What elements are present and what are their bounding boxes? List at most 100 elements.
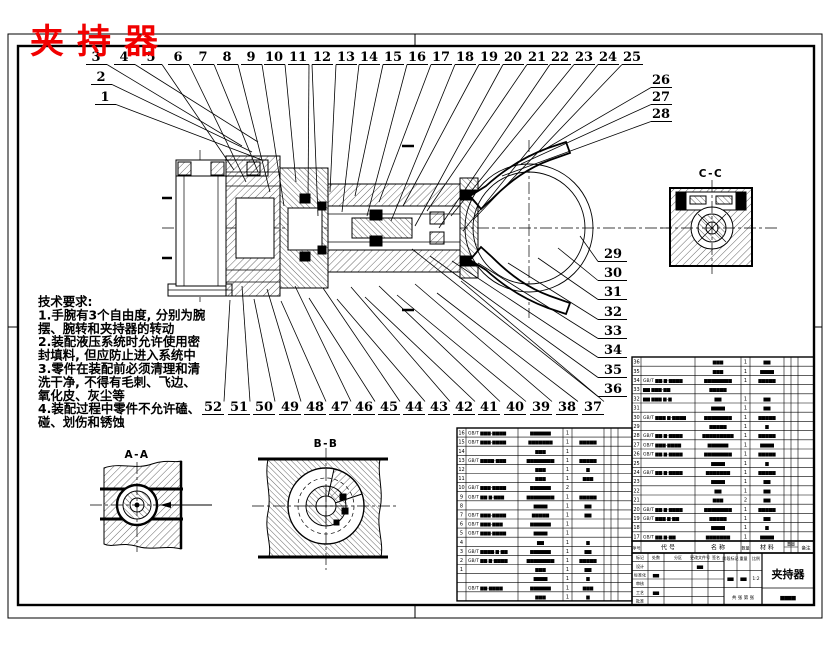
balloon-number: 35 <box>604 363 622 378</box>
bom-header-weight: 重量 <box>787 541 795 547</box>
bom-cell-code: GB/T ▆▆.▆-▆▆▆▆ <box>643 470 683 476</box>
bom-cell-name: ▆▆▆▆▆▆▆▆ <box>703 379 732 384</box>
tech-requirements-line: 摆、腕转和夹持器的转动 <box>38 321 174 336</box>
bom-cell-name: ▆▆▆ <box>534 595 546 600</box>
title-block-role-label: 审核 <box>636 580 644 586</box>
bom-cell-qty: 1 <box>744 369 747 375</box>
bom-cell-name: ▆▆▆ <box>534 450 546 455</box>
bom-cell-qty: 1 <box>744 479 747 485</box>
leader-line <box>429 255 599 378</box>
drawing-number-smudge: ▆▆▆▆ <box>779 595 796 601</box>
bom-cell-qty: 1 <box>744 461 747 467</box>
leader-line <box>322 287 401 402</box>
weight-value: ▆▆ <box>739 576 747 581</box>
bom-cell-code: GB/T ▆▆▆-▆▆▆ <box>468 522 503 528</box>
bom-cell-name: ▆▆▆▆▆▆▆▆ <box>526 559 555 564</box>
bom-cell-seq: 10 <box>458 485 464 491</box>
leader-line <box>308 297 376 402</box>
bom-cell-name: ▆▆▆ <box>534 477 546 482</box>
bom-cell-qty: 1 <box>744 525 747 531</box>
title-block-mid-label: 阶段标记 <box>723 555 739 561</box>
bom-cell-seq: 19 <box>633 516 639 522</box>
title-block-mid-label: 比例 <box>752 555 760 561</box>
bom-cell-material: ▆ <box>585 577 590 582</box>
bom-cell-material: ▆▆▆▆ <box>759 535 774 540</box>
balloon-number: 50 <box>255 400 273 415</box>
leader-line <box>507 262 599 320</box>
leader-line <box>294 285 352 402</box>
bom-cell-name: ▆▆▆▆ <box>533 504 548 509</box>
bom-cell-material: ▆ <box>585 468 590 473</box>
balloon-number: 46 <box>355 400 373 415</box>
bom-cell-code: ▆▆ ▆▆▆ ▆-▆ <box>642 397 672 402</box>
balloon-number: 47 <box>331 400 349 415</box>
bom-cell-name: ▆▆▆▆▆▆▆▆▆ <box>701 434 734 439</box>
leader-line <box>579 235 599 262</box>
leader-line <box>350 286 451 402</box>
bom-cell-name: ▆▆ <box>536 541 544 546</box>
balloon-number: 23 <box>575 50 593 65</box>
bom-cell-code: GB/T ▆▆▆▆-▆▆▆ <box>468 458 507 464</box>
bom-cell-seq: 11 <box>458 476 464 482</box>
bom-cell-qty: 1 <box>566 567 569 573</box>
bom-cell-material: ▆▆ <box>763 397 771 402</box>
bom-cell-material: ▆ <box>764 425 769 430</box>
leader-line <box>520 104 652 165</box>
bom-cell-material: ▆▆ <box>763 407 771 412</box>
bom-cell-qty: 1 <box>566 467 569 473</box>
bom-cell-name: ▆▆▆▆▆▆▆▆ <box>703 453 732 458</box>
bom-cell-name: ▆▆▆▆▆▆ <box>529 432 551 437</box>
title-block-header-cell: 处数 <box>652 554 660 560</box>
leader-line <box>378 64 432 203</box>
bom-cell-name: ▆▆▆▆▆ <box>708 425 727 430</box>
bom-cell-qty: 1 <box>744 442 747 448</box>
bom-cell-seq: 23 <box>633 479 639 485</box>
balloon-number: 34 <box>604 343 622 358</box>
balloon-number: 45 <box>380 400 398 415</box>
bom-cell-qty: 1 <box>744 360 747 366</box>
bom-cell-name: ▆▆▆▆▆▆ <box>707 443 729 448</box>
section-view-aa <box>90 460 212 552</box>
leader-line <box>161 64 235 171</box>
bom-cell-qty: 1 <box>744 415 747 421</box>
leader-line <box>438 64 551 229</box>
balloon-number: 4 <box>119 50 128 65</box>
bom-cell-name: ▆▆ <box>714 489 722 494</box>
scale-value: 1:2 <box>752 576 759 582</box>
leader-line <box>450 64 575 217</box>
tech-requirements-line: 4.装配过程中零件不允许磕、 <box>38 401 200 416</box>
bom-header-remark: 备注 <box>802 545 811 552</box>
bom-cell-seq: 21 <box>633 498 639 504</box>
leader-line <box>557 247 599 281</box>
title-block-header-cell: 标记 <box>636 554 644 560</box>
bom-cell-material: ▆▆ <box>584 513 592 518</box>
leader-line <box>396 294 527 402</box>
bom-cell-code: GB/T ▆▆▆▆.▆-▆▆ <box>468 549 508 555</box>
bom-cell-seq: 30 <box>633 415 639 421</box>
sheet-count-label: 共 张 第 张 <box>732 594 755 601</box>
bom-cell-seq: 5 <box>460 531 463 537</box>
leader-line <box>311 64 319 217</box>
balloon-number: 5 <box>146 50 155 65</box>
balloon-number: 9 <box>246 50 255 65</box>
leader-line <box>253 298 276 402</box>
leader-line <box>284 64 297 183</box>
leader-line <box>280 300 327 402</box>
bom-cell-material: ▆▆▆▆▆ <box>757 416 776 421</box>
balloon-number: 32 <box>604 305 622 320</box>
bom-cell-material: ▆▆▆▆▆ <box>578 559 597 564</box>
bom-cell-qty: 2 <box>744 498 747 504</box>
bom-cell-seq: 4 <box>460 540 463 546</box>
bom-cell-name: ▆▆▆▆▆▆ <box>529 486 551 491</box>
bom-cell-name: ▆▆▆▆▆▆▆▆ <box>703 416 732 421</box>
bom-cell-name: ▆▆▆▆ <box>710 407 725 412</box>
leader-line <box>354 64 384 197</box>
bom-cell-qty: 1 <box>566 458 569 464</box>
balloon-number: 36 <box>604 382 622 397</box>
bom-cell-name: ▆▆▆▆ <box>710 462 725 467</box>
